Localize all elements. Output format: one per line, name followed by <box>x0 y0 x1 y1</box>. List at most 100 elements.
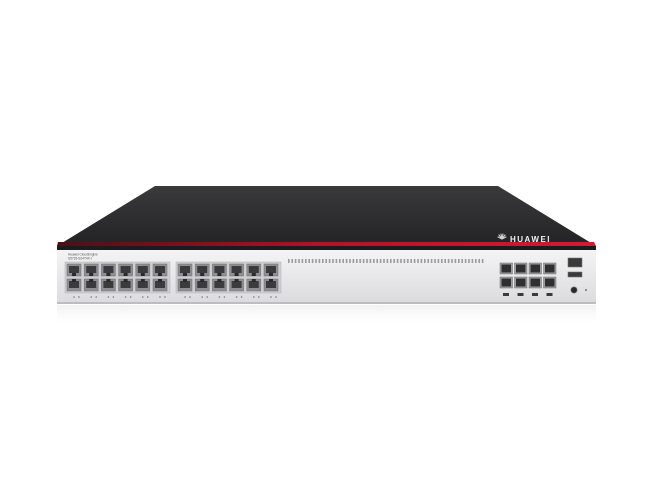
top-lip <box>57 246 596 250</box>
sfp-port-block <box>499 262 557 296</box>
vent-slot <box>427 259 429 263</box>
vent-slot <box>441 259 443 263</box>
vent-slot <box>410 259 412 263</box>
port-led <box>112 296 115 298</box>
vent-slot <box>454 259 457 263</box>
vent-slot <box>366 259 368 263</box>
vent-slot <box>424 259 426 263</box>
port-led <box>107 296 110 298</box>
port-led <box>218 296 221 298</box>
port-led <box>258 296 260 298</box>
vent-slot <box>369 259 372 263</box>
rj45-port-icon[interactable] <box>229 278 244 292</box>
vent-slot <box>386 259 389 263</box>
vent-slot <box>362 259 365 263</box>
port-led <box>78 296 80 298</box>
vent-slot <box>447 259 450 263</box>
rj45-port-icon[interactable] <box>118 278 133 292</box>
vent-slot <box>376 259 378 263</box>
vent-slot <box>288 259 290 263</box>
vent-slot <box>413 259 416 263</box>
port-led <box>253 296 255 298</box>
console-port-icon[interactable] <box>567 257 583 268</box>
vent-slot <box>390 259 392 263</box>
sfp-port-icon[interactable] <box>514 262 528 275</box>
rj45-port-icon[interactable] <box>101 263 116 277</box>
vent-slot <box>468 259 470 263</box>
rj45-port-icon[interactable] <box>135 278 151 292</box>
vent-slot <box>464 259 467 263</box>
rj45-port-icon[interactable] <box>83 278 99 292</box>
sfp-port-icon[interactable] <box>528 262 542 275</box>
rj45-port-icon[interactable] <box>246 278 262 292</box>
rj45-port-icon[interactable] <box>66 263 82 277</box>
sfp-led <box>517 293 524 296</box>
rj45-port-icon[interactable] <box>66 278 82 292</box>
rj45-port-icon[interactable] <box>135 263 151 277</box>
rj45-port-icon[interactable] <box>83 263 99 277</box>
vent-slot <box>339 259 341 263</box>
rj45-port-icon[interactable] <box>177 278 193 292</box>
vent-slot <box>332 259 334 263</box>
port-led <box>129 296 132 298</box>
rj45-port-icon[interactable] <box>212 278 227 292</box>
rj45-port-icon[interactable] <box>263 263 279 277</box>
usb-port-icon[interactable] <box>567 271 583 278</box>
rj45-port-icon[interactable] <box>263 278 279 292</box>
rj45-port-icon[interactable] <box>194 278 210 292</box>
rj45-port-icon[interactable] <box>101 278 116 292</box>
sfp-led <box>546 293 553 296</box>
port-led <box>147 296 149 298</box>
vent-slot <box>383 259 385 263</box>
sfp-port-icon[interactable] <box>514 276 528 289</box>
vent-slot <box>461 259 463 263</box>
sfp-port-icon[interactable] <box>499 262 513 275</box>
rj45-port-icon[interactable] <box>246 263 262 277</box>
vent-slot <box>315 259 317 263</box>
port-led <box>223 296 226 298</box>
sfp-port-icon[interactable] <box>499 276 513 289</box>
vent-slot <box>471 259 474 263</box>
vent-slot <box>359 259 361 263</box>
vent-slot <box>345 259 348 263</box>
sfp-port-icon[interactable] <box>543 276 557 289</box>
port-led <box>235 296 238 298</box>
model-line-2: S5735-S24T4X-I <box>68 257 92 261</box>
rj45-port-icon[interactable] <box>212 263 227 277</box>
port-led <box>95 296 97 298</box>
rj45-port-block <box>64 261 282 298</box>
sfp-port-icon[interactable] <box>528 276 542 289</box>
rj45-port-icon[interactable] <box>229 263 244 277</box>
vent-slot <box>291 259 293 263</box>
rj45-port-icon[interactable] <box>177 263 193 277</box>
vent-slot <box>396 259 399 263</box>
vent-slot <box>308 259 310 263</box>
port-led <box>189 296 191 298</box>
rj45-port-icon[interactable] <box>152 263 168 277</box>
vent-slot <box>393 259 395 263</box>
rj45-port-icon[interactable] <box>152 278 168 292</box>
rj45-group <box>64 261 171 294</box>
rj45-port-icon[interactable] <box>118 263 133 277</box>
sfp-port-icon[interactable] <box>543 262 557 275</box>
vent-slot <box>407 259 409 263</box>
vent-slot <box>420 259 423 263</box>
vent-slot <box>478 259 480 263</box>
accent-stripe <box>57 242 596 246</box>
vent-slot <box>417 259 419 263</box>
brand-label: HUAWEI <box>510 235 551 244</box>
rj45-port-icon[interactable] <box>194 263 210 277</box>
vent-slot <box>342 259 344 263</box>
model-line-1: Huawei CloudEngine <box>68 253 98 257</box>
vent-slot <box>311 259 314 263</box>
reset-button-icon[interactable] <box>570 286 578 294</box>
rj45-group <box>175 261 282 294</box>
sfp-led <box>532 293 538 296</box>
vent-slot <box>434 259 436 263</box>
floor-reflection <box>57 305 596 327</box>
vent-slot <box>301 259 304 263</box>
vent-slot <box>328 259 331 263</box>
port-led <box>164 296 166 298</box>
